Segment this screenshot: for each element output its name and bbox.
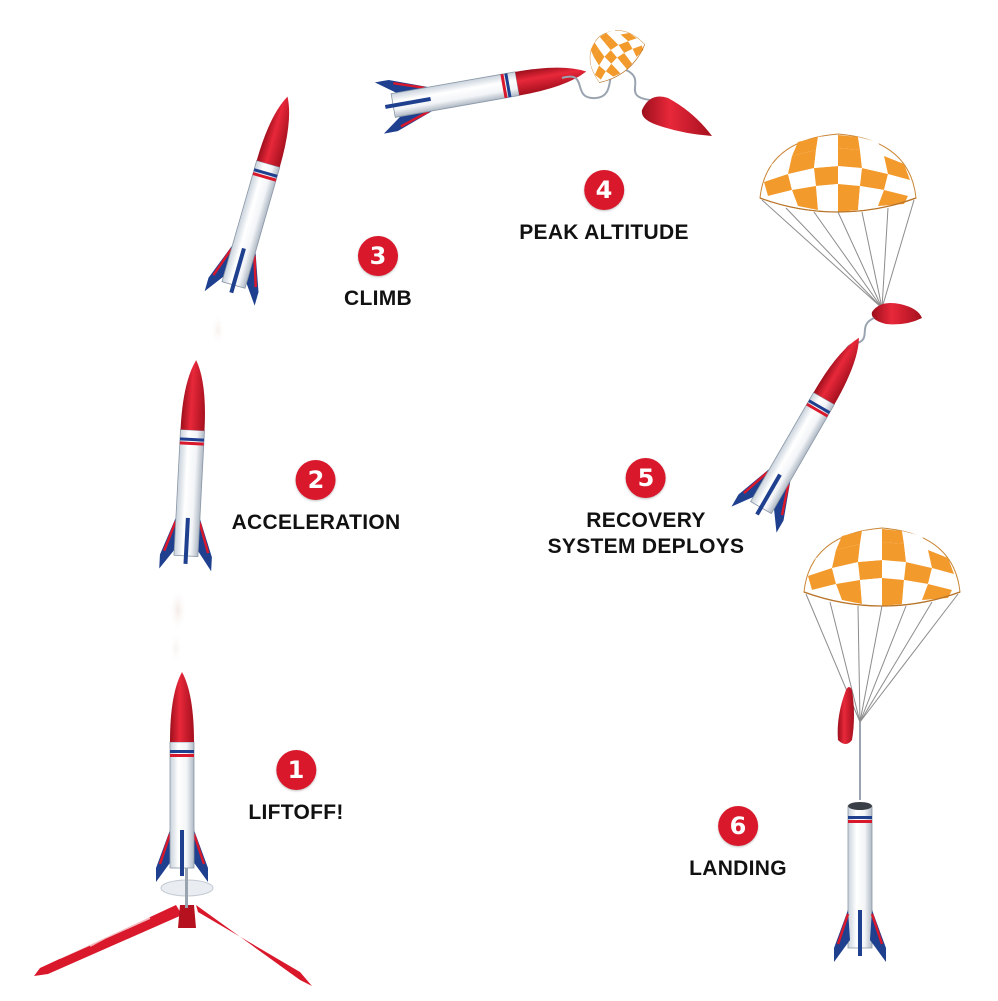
rocket-icon — [373, 44, 592, 135]
exhaust-smoke-icon — [169, 588, 187, 664]
step-caption: LIFTOFF! — [248, 801, 344, 824]
nose-cone-icon — [641, 96, 712, 136]
stage-1-label: 1 LIFTOFF! — [248, 750, 343, 826]
step-caption: LANDING — [689, 857, 787, 880]
step-caption: ACCELERATION — [231, 511, 401, 534]
exhaust-smoke-icon — [211, 314, 225, 346]
step-number-badge: 2 — [296, 460, 336, 500]
step-number-badge: 4 — [584, 170, 624, 210]
parachute-icon — [803, 527, 961, 723]
rocket-icon — [730, 323, 883, 534]
stage-6-label: 6 LANDING — [689, 806, 787, 882]
stage-5-label: 5 RECOVERY SYSTEM DEPLOYS — [548, 458, 745, 560]
stage-2-label: 2 ACCELERATION — [232, 460, 401, 536]
step-number-badge: 3 — [358, 236, 398, 276]
step-caption-line: SYSTEM DEPLOYS — [547, 535, 745, 558]
step-number-badge: 5 — [626, 458, 666, 498]
step-caption: RECOVERY SYSTEM DEPLOYS — [548, 508, 745, 560]
stage-4-label: 4 PEAK ALTITUDE — [519, 170, 689, 246]
rocket-icon — [203, 88, 314, 307]
parachute-icon — [576, 17, 651, 89]
step-caption-line: RECOVERY — [586, 509, 706, 532]
rocket-icon — [157, 357, 224, 573]
stage-3-label: 3 CLIMB — [344, 236, 412, 312]
step-number-badge: 6 — [717, 806, 758, 846]
step-number-badge: 1 — [275, 750, 316, 790]
step-caption: CLIMB — [344, 287, 412, 310]
nose-cone-icon — [837, 687, 854, 744]
nose-cone-icon — [871, 303, 922, 325]
rocket-icon — [154, 670, 210, 884]
parachute-icon — [759, 133, 917, 309]
step-caption: PEAK ALTITUDE — [519, 221, 689, 244]
rocket-icon — [834, 802, 886, 962]
